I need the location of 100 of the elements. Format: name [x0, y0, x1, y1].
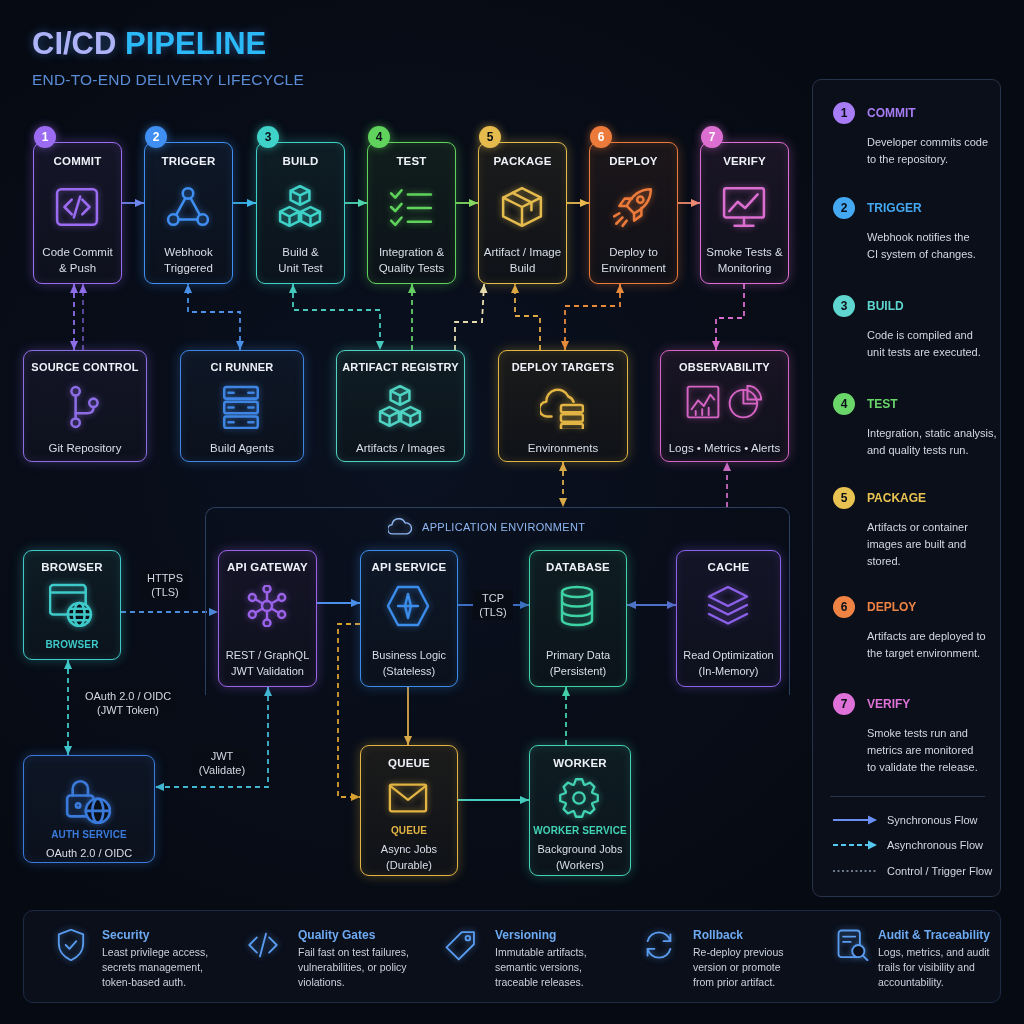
edge-label: TCP (TLS): [473, 590, 513, 620]
card-description: Git Repository: [48, 441, 122, 456]
step-number: 2: [145, 126, 167, 148]
arrow: [120, 607, 219, 617]
card-title: BROWSER: [41, 560, 103, 574]
step-heading: BUILD: [867, 299, 904, 313]
card-description: Primary Data (Persistent): [544, 648, 612, 679]
service-card: [360, 550, 458, 687]
step-description: Developer commits code to the repository.: [867, 135, 990, 167]
step-number: 3: [257, 126, 279, 148]
service-card: [529, 745, 631, 876]
card-subtitle: AUTH SERVICE: [51, 828, 127, 841]
step-description: Code is compiled and unit tests are executed.: [867, 328, 982, 360]
stage-card: [144, 142, 233, 284]
step-number: 3: [833, 295, 855, 317]
arrow: [316, 598, 361, 608]
step-description: Integration, static analysis, and quality tests run.: [867, 426, 998, 458]
step-number: 5: [833, 487, 855, 509]
card-description: Integration & Quality Tests: [377, 245, 446, 276]
card-title: SOURCE CONTROL: [31, 360, 139, 374]
card-description: Deploy to Environment: [600, 245, 667, 276]
resource-card: [498, 350, 628, 462]
service-card: [360, 745, 458, 876]
card-description: Async Jobs (Durable): [379, 842, 439, 873]
double-arrow: [63, 659, 73, 756]
legend-label: Control / Trigger Flow: [887, 864, 993, 878]
stage-card: [478, 142, 567, 284]
environment-panel: [205, 507, 790, 695]
principle-description: Fail fast on test failures, vulnerabilities, or policy violations.: [298, 945, 410, 990]
service-card: [23, 755, 155, 863]
principle-description: Re-deploy previous version or promote from prior artifact.: [693, 945, 785, 990]
step-number: 5: [479, 126, 501, 148]
step-number: 4: [368, 126, 390, 148]
card-description: Background Jobs (Workers): [536, 842, 624, 873]
arrow: [561, 686, 571, 746]
card-description: Smoke Tests & Monitoring: [705, 245, 784, 276]
card-title: QUEUE: [388, 756, 430, 770]
card-description: Environments: [527, 441, 599, 456]
card-title: BUILD: [282, 154, 319, 168]
card-title: ARTIFACT REGISTRY: [342, 360, 459, 374]
card-subtitle: WORKER SERVICE: [533, 824, 627, 837]
step-heading: TEST: [867, 397, 898, 411]
principle-heading: Rollback: [693, 928, 743, 942]
card-title: CI RUNNER: [210, 360, 274, 374]
principle-heading: Versioning: [495, 928, 557, 942]
card-description: Logs • Metrics • Alerts: [668, 441, 781, 456]
card-title: API GATEWAY: [227, 560, 308, 574]
edge-label: HTTPS (TLS): [141, 570, 189, 600]
title: CI/CD PIPELINE: [32, 26, 267, 62]
card-title: API SERVICE: [371, 560, 447, 574]
resource-card: [180, 350, 304, 462]
arrow: [711, 283, 745, 351]
card-subtitle: BROWSER: [45, 638, 99, 651]
arrow: [407, 283, 417, 351]
arrow: [78, 283, 88, 351]
card-title: COMMIT: [53, 154, 102, 168]
arrow: [455, 198, 479, 208]
resource-card: [23, 350, 147, 462]
legend-label: Asynchronous Flow: [887, 838, 983, 852]
card-title: TRIGGER: [161, 154, 216, 168]
card-description: Read Optimization (In-Memory): [682, 648, 775, 679]
card-title: OBSERVABILITY: [679, 360, 770, 374]
card-description: Webhook Triggered: [163, 245, 214, 276]
service-card: [23, 550, 121, 660]
card-description: Business Logic (Stateless): [371, 648, 447, 679]
stage-card: [700, 142, 789, 284]
step-number: 6: [833, 596, 855, 618]
double-arrow: [558, 461, 568, 508]
arrow: [121, 198, 145, 208]
card-description: Build Agents: [210, 441, 274, 456]
arrow: [232, 198, 257, 208]
panel-title: APPLICATION ENVIRONMENT: [422, 520, 586, 534]
double-arrow: [288, 283, 385, 351]
service-card: [529, 550, 627, 687]
card-description: Artifact / Image Build: [482, 245, 563, 276]
principle-heading: Quality Gates: [298, 928, 376, 942]
card-description: Code Commit & Push: [41, 245, 114, 276]
step-description: Artifacts are deployed to the target environment.: [867, 629, 987, 661]
resource-card: [336, 350, 465, 462]
step-number: 4: [833, 393, 855, 415]
step-number: 1: [833, 102, 855, 124]
step-heading: DEPLOY: [867, 600, 917, 614]
principle-heading: Audit & Traceability: [878, 928, 991, 942]
legend-label: Synchronous Flow: [887, 813, 978, 827]
card-description: REST / GraphQL JWT Validation: [224, 648, 311, 679]
step-number: 7: [833, 693, 855, 715]
subtitle: END-TO-END DELIVERY LIFECYCLE: [32, 70, 304, 89]
arrow: [566, 198, 590, 208]
double-arrow: [69, 283, 79, 351]
step-heading: PACKAGE: [867, 491, 927, 505]
arrow: [337, 623, 361, 802]
card-title: WORKER: [553, 756, 607, 770]
card-title: DATABASE: [546, 560, 610, 574]
stage-card: [33, 142, 122, 284]
step-number: 6: [590, 126, 612, 148]
arrow: [510, 283, 541, 351]
principle-description: Least privilege access, secrets management, token-based auth.: [102, 945, 210, 990]
arrow: [457, 795, 530, 805]
legend-panel: [812, 79, 1001, 897]
step-description: Webhook notifies the CI system of changes.: [867, 230, 977, 262]
